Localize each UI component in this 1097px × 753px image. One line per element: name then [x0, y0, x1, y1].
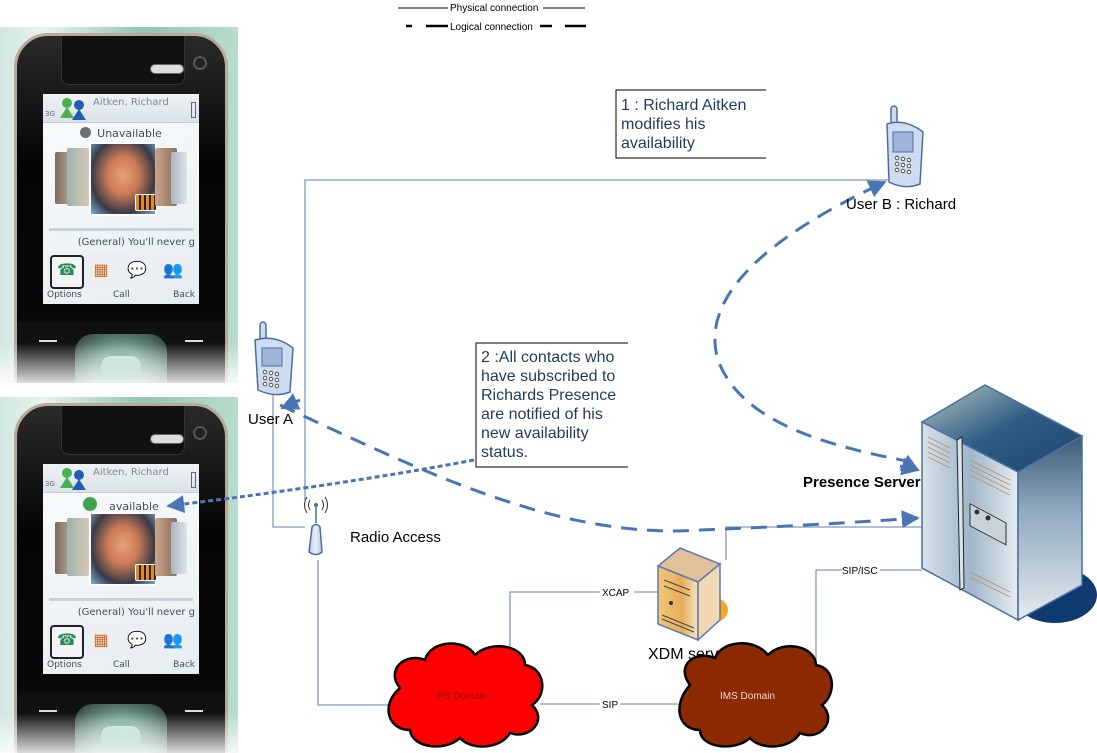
arrow-to-user-a	[280, 393, 301, 410]
status-message: (General) You'll never g	[77, 237, 195, 248]
legend-physical-label: Physical connection	[450, 3, 538, 14]
arrow-to-presence-server	[899, 457, 920, 476]
logical-link-presence-to-user-b	[713, 180, 913, 464]
presence-server-label: Presence Server	[803, 474, 921, 491]
action-bar: ☎ ▦ 💬 👥	[47, 254, 195, 289]
status-dot-icon	[80, 127, 92, 138]
phone-screen: 3G Aitken, Richard available (General) Y…	[43, 464, 199, 674]
softkey-options[interactable]: Options	[47, 290, 82, 300]
phone-earpiece	[61, 36, 185, 85]
chat-icon[interactable]: 💬	[127, 632, 147, 649]
user-b-phone-icon	[886, 105, 924, 188]
speaker-icon	[150, 434, 184, 444]
radio-access-label: Radio Access	[350, 529, 441, 546]
video-call-icon[interactable]: ▦	[93, 262, 109, 279]
physical-link-xdm-to-presence	[725, 526, 922, 560]
presence-server-icon	[920, 384, 1097, 623]
camera-icon	[193, 56, 207, 70]
status-message: (General) You'll never g	[77, 607, 195, 618]
notification-arrow-to-phone	[166, 458, 475, 514]
logical-link-user-a-to-presence	[279, 403, 920, 533]
sip-isc-label: SIP/ISC	[842, 566, 878, 577]
softkey-bar: Options Call Back	[43, 290, 199, 304]
speaker-icon	[150, 64, 184, 74]
ps-domain-label: PS Domain	[437, 691, 488, 702]
presence-status: available	[43, 497, 199, 513]
xcap-label: XCAP	[602, 588, 630, 599]
contact-carousel[interactable]	[49, 142, 193, 216]
note-step2-text: 2 :All contacts who have subscribed to R…	[481, 348, 626, 462]
action-bar: ☎ ▦ 💬 👥	[47, 624, 195, 659]
link-labels: XCAP SIP SIP/ISC	[602, 566, 878, 711]
softkey-back[interactable]: Back	[173, 660, 195, 670]
logical-connections	[279, 180, 920, 533]
physical-link-ps-to-xcap	[509, 591, 600, 655]
phone-mockup-unavailable: 3G Aitken, Richard Unavailable (General)…	[0, 27, 238, 383]
radio-antenna-icon	[304, 496, 328, 556]
battery-icon	[191, 472, 196, 488]
user-b-label: User B : Richard	[846, 196, 956, 213]
note-step1-text: 1 : Richard Aitken modifies his availabi…	[621, 96, 761, 153]
screen-header: 3G Aitken, Richard	[43, 464, 199, 493]
contact-name: Aitken, Richard	[93, 467, 169, 478]
contact-name: Aitken, Richard	[93, 97, 169, 108]
legend-logical-label: Logical connection	[450, 22, 533, 33]
status-dot-icon	[83, 497, 98, 511]
phone-body: 3G Aitken, Richard Unavailable (General)…	[14, 33, 228, 383]
ims-domain-label: IMS Domain	[720, 691, 775, 702]
call-action-icon[interactable]: ☎	[50, 625, 84, 659]
status-text: Unavailable	[97, 127, 162, 140]
carousel-scrollbar[interactable]	[49, 598, 193, 601]
xdm-server-icon	[656, 547, 728, 642]
physical-link-user-a-to-radio	[272, 388, 305, 528]
user-a-label: User A	[248, 411, 293, 428]
left-softkey-button[interactable]	[39, 710, 57, 712]
fade-overlay	[0, 713, 238, 753]
presence-status: Unavailable	[43, 127, 199, 140]
network-indicator: 3G	[45, 480, 55, 488]
status-text: available	[109, 500, 159, 513]
right-softkey-button[interactable]	[185, 710, 203, 712]
contact-photo-side[interactable]	[67, 518, 89, 576]
right-softkey-button[interactable]	[185, 340, 203, 342]
physical-link-radio-to-user-b	[304, 179, 888, 500]
carousel-scrollbar[interactable]	[49, 228, 193, 231]
contact-photo-side[interactable]	[171, 152, 187, 204]
softkey-options[interactable]: Options	[47, 660, 82, 670]
fade-overlay	[0, 343, 238, 383]
softkey-call[interactable]: Call	[113, 660, 130, 670]
physical-connections	[272, 179, 922, 706]
phone-screen: 3G Aitken, Richard Unavailable (General)…	[43, 94, 199, 304]
contacts-icon	[60, 468, 86, 490]
ps-domain-cloud	[387, 642, 544, 748]
softkey-back[interactable]: Back	[173, 290, 195, 300]
video-call-icon[interactable]: ▦	[93, 632, 109, 649]
left-softkey-button[interactable]	[39, 340, 57, 342]
contact-carousel[interactable]	[49, 512, 193, 586]
camera-icon	[193, 426, 207, 440]
legend: Physical connection Logical connection	[398, 3, 586, 33]
softkey-bar: Options Call Back	[43, 660, 199, 674]
user-a-phone-icon	[254, 321, 294, 396]
call-action-icon[interactable]: ☎	[50, 255, 84, 289]
chat-icon[interactable]: 💬	[127, 262, 147, 279]
ims-domain-cloud	[678, 642, 834, 748]
screen-header: 3G Aitken, Richard	[43, 94, 199, 123]
phone-earpiece	[61, 406, 185, 455]
softkey-call[interactable]: Call	[113, 290, 130, 300]
battery-icon	[191, 102, 196, 118]
contacts-group-icon[interactable]: 👥	[163, 262, 183, 279]
phone-mockup-available: 3G Aitken, Richard available (General) Y…	[0, 397, 238, 753]
contact-photo-side[interactable]	[171, 522, 187, 574]
contacts-group-icon[interactable]: 👥	[163, 632, 183, 649]
sip-label: SIP	[602, 700, 618, 711]
contacts-icon	[60, 98, 86, 120]
network-indicator: 3G	[45, 110, 55, 118]
contact-photo-side[interactable]	[67, 148, 89, 206]
physical-link-radio-to-ps	[317, 560, 392, 706]
physical-link-ims-to-sipisc	[815, 569, 842, 670]
